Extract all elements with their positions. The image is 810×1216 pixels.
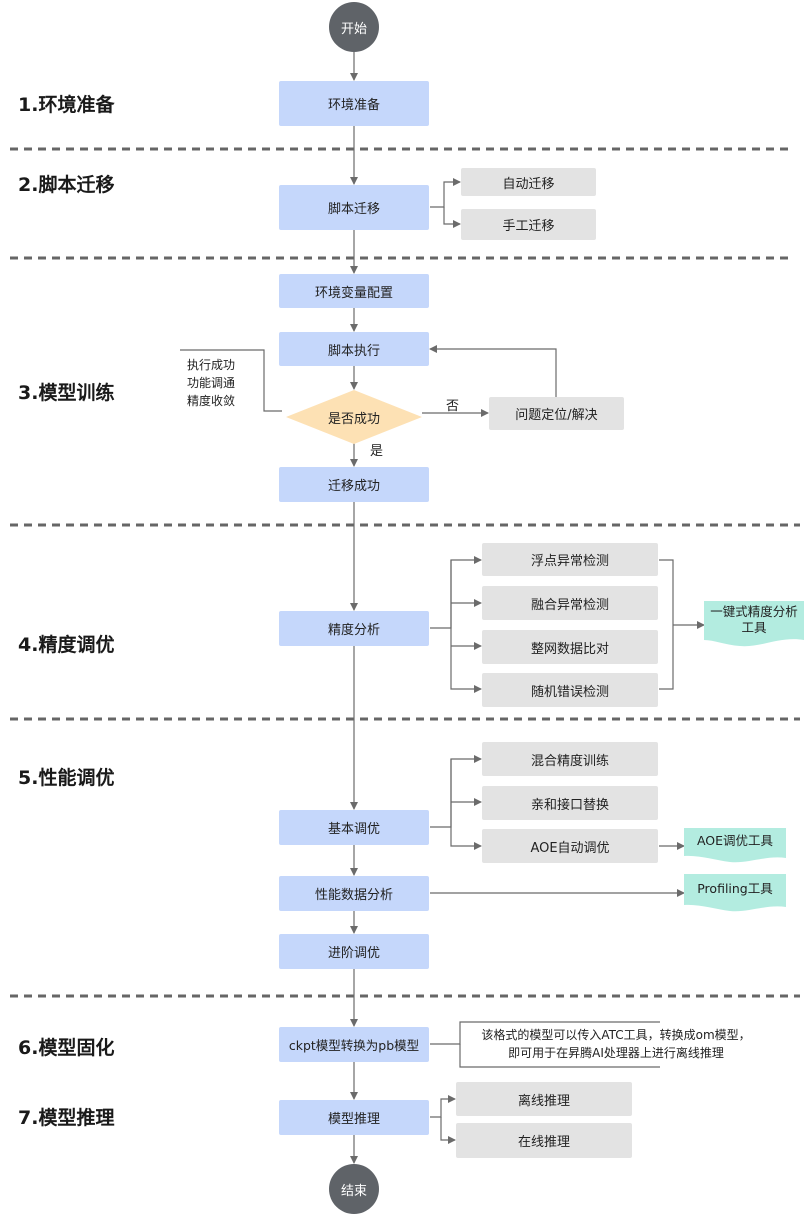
stage-label-inference: 7.模型推理 — [18, 1107, 115, 1129]
advanced-tune-box: 进阶调优 — [279, 934, 429, 969]
stage-label-freeze: 6.模型固化 — [18, 1037, 115, 1059]
stage-dividers — [10, 147, 800, 998]
aoe-auto-tune-box: AOE自动调优 — [482, 829, 658, 863]
random-error-box: 随机错误检测 — [482, 673, 658, 707]
precision-analysis-box: 精度分析 — [279, 611, 429, 646]
float-check-box: 浮点异常检测 — [482, 543, 658, 576]
mixed-precision-box: 混合精度训练 — [482, 742, 658, 776]
decision-diamond — [286, 390, 422, 444]
stage-label-precision: 4.精度调优 — [18, 634, 115, 656]
model-inference-box: 模型推理 — [279, 1100, 429, 1135]
stage-label-migrate: 2.脚本迁移 — [18, 174, 115, 196]
aoe-tool-label: AOE调优工具 — [696, 833, 774, 848]
problem-locate-box: 问题定位/解决 — [489, 397, 624, 430]
yes-label: 是 — [370, 444, 384, 459]
train-criteria-note: 执行成功 功能调通 精度收敛 — [176, 356, 246, 410]
precision-tool-line: 工具 — [741, 620, 767, 635]
pb-note-line: 该格式的模型可以传入ATC工具，转换成om模型， — [481, 1028, 751, 1042]
script-exec-box: 脚本执行 — [279, 332, 429, 366]
precision-tool-shape — [704, 601, 804, 647]
profiling-tool-label: Profiling工具 — [697, 881, 773, 896]
end-node: 结束 — [329, 1164, 379, 1214]
perf-data-analysis-box: 性能数据分析 — [279, 876, 429, 911]
affinity-replace-box: 亲和接口替换 — [482, 786, 658, 820]
stage-label-performance: 5.性能调优 — [18, 767, 115, 789]
auto-migrate-box: 自动迁移 — [461, 168, 596, 196]
stage-label-env: 1.环境准备 — [18, 94, 115, 116]
precision-tool-label: 一键式精度分析 工具 — [704, 604, 804, 636]
manual-migrate-box: 手工迁移 — [461, 209, 596, 240]
migrate-success-box: 迁移成功 — [279, 467, 429, 502]
online-inference-box: 在线推理 — [456, 1123, 632, 1158]
script-migrate-box: 脚本迁移 — [279, 185, 429, 230]
no-label: 否 — [446, 399, 460, 414]
criteria-item: 功能调通 — [186, 376, 235, 390]
criteria-item: 执行成功 — [186, 358, 235, 372]
start-node: 开始 — [329, 2, 379, 52]
criteria-item: 精度收敛 — [186, 394, 235, 408]
precision-tool-line: 一键式精度分析 — [710, 604, 798, 619]
stage-label-train: 3.模型训练 — [18, 382, 115, 404]
offline-inference-box: 离线推理 — [456, 1082, 632, 1116]
profiling-tool-shape — [684, 874, 786, 912]
basic-tune-box: 基本调优 — [279, 810, 429, 845]
ckpt-to-pb-box: ckpt模型转换为pb模型 — [279, 1027, 429, 1062]
env-prep-box: 环境准备 — [279, 81, 429, 126]
decision-label: 是否成功 — [327, 412, 380, 427]
pb-note-line: 即可用于在昇腾AI处理器上进行离线推理 — [508, 1046, 724, 1060]
pb-model-note: 该格式的模型可以传入ATC工具，转换成om模型， 即可用于在昇腾AI处理器上进行… — [466, 1026, 766, 1062]
connectors — [180, 52, 705, 1164]
aoe-tool-shape — [684, 828, 786, 863]
network-compare-box: 整网数据比对 — [482, 630, 658, 664]
fusion-check-box: 融合异常检测 — [482, 586, 658, 620]
env-var-config-box: 环境变量配置 — [279, 274, 429, 308]
